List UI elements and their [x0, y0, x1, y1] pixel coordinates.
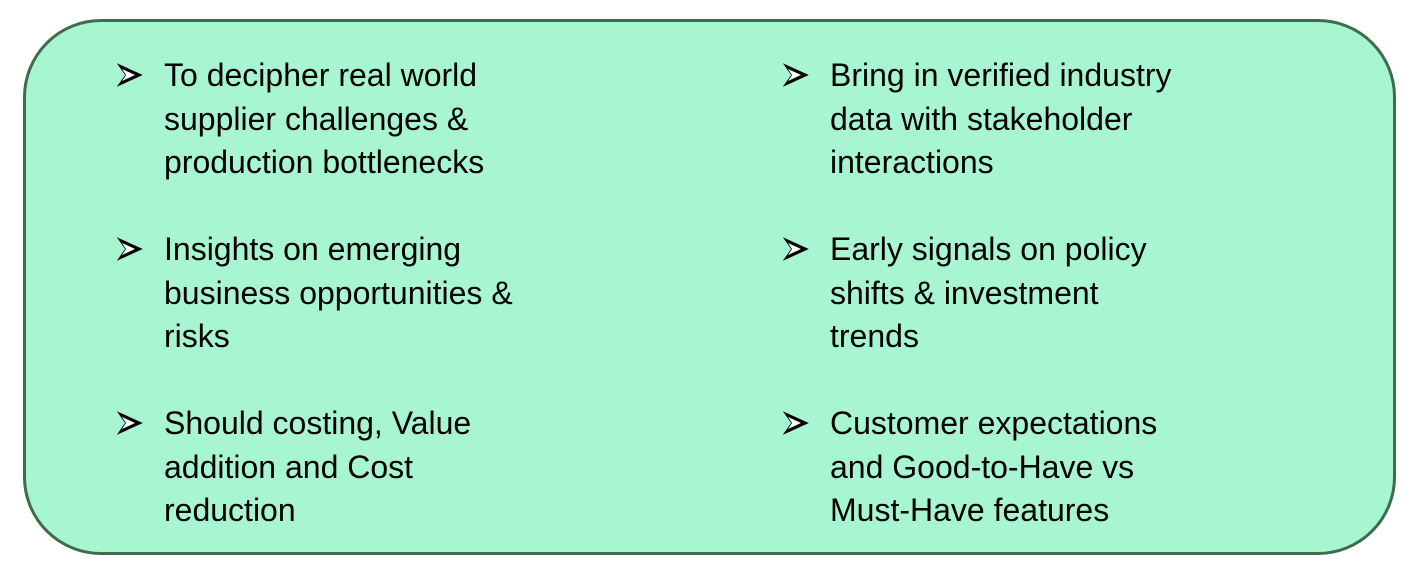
- bullet-text: Early signals on policy shifts & investm…: [830, 231, 1147, 354]
- bullet-text: Customer expectations and Good-to-Have v…: [830, 405, 1158, 528]
- arrowhead-bullet-icon: [117, 62, 143, 88]
- bullet-text: Should costing, Value addition and Cost …: [164, 405, 472, 528]
- arrowhead-bullet-icon: [783, 236, 809, 262]
- bullet-text: Insights on emerging business opportunit…: [164, 231, 513, 354]
- content-panel: [23, 19, 1396, 555]
- bullet-text: To decipher real world supplier challeng…: [164, 57, 485, 180]
- arrowhead-bullet-icon: [117, 236, 143, 262]
- arrowhead-bullet-icon: [117, 410, 143, 436]
- arrowhead-bullet-icon: [783, 410, 809, 436]
- bullet-text: Bring in verified industry data with sta…: [830, 57, 1172, 180]
- arrowhead-bullet-icon: [783, 62, 809, 88]
